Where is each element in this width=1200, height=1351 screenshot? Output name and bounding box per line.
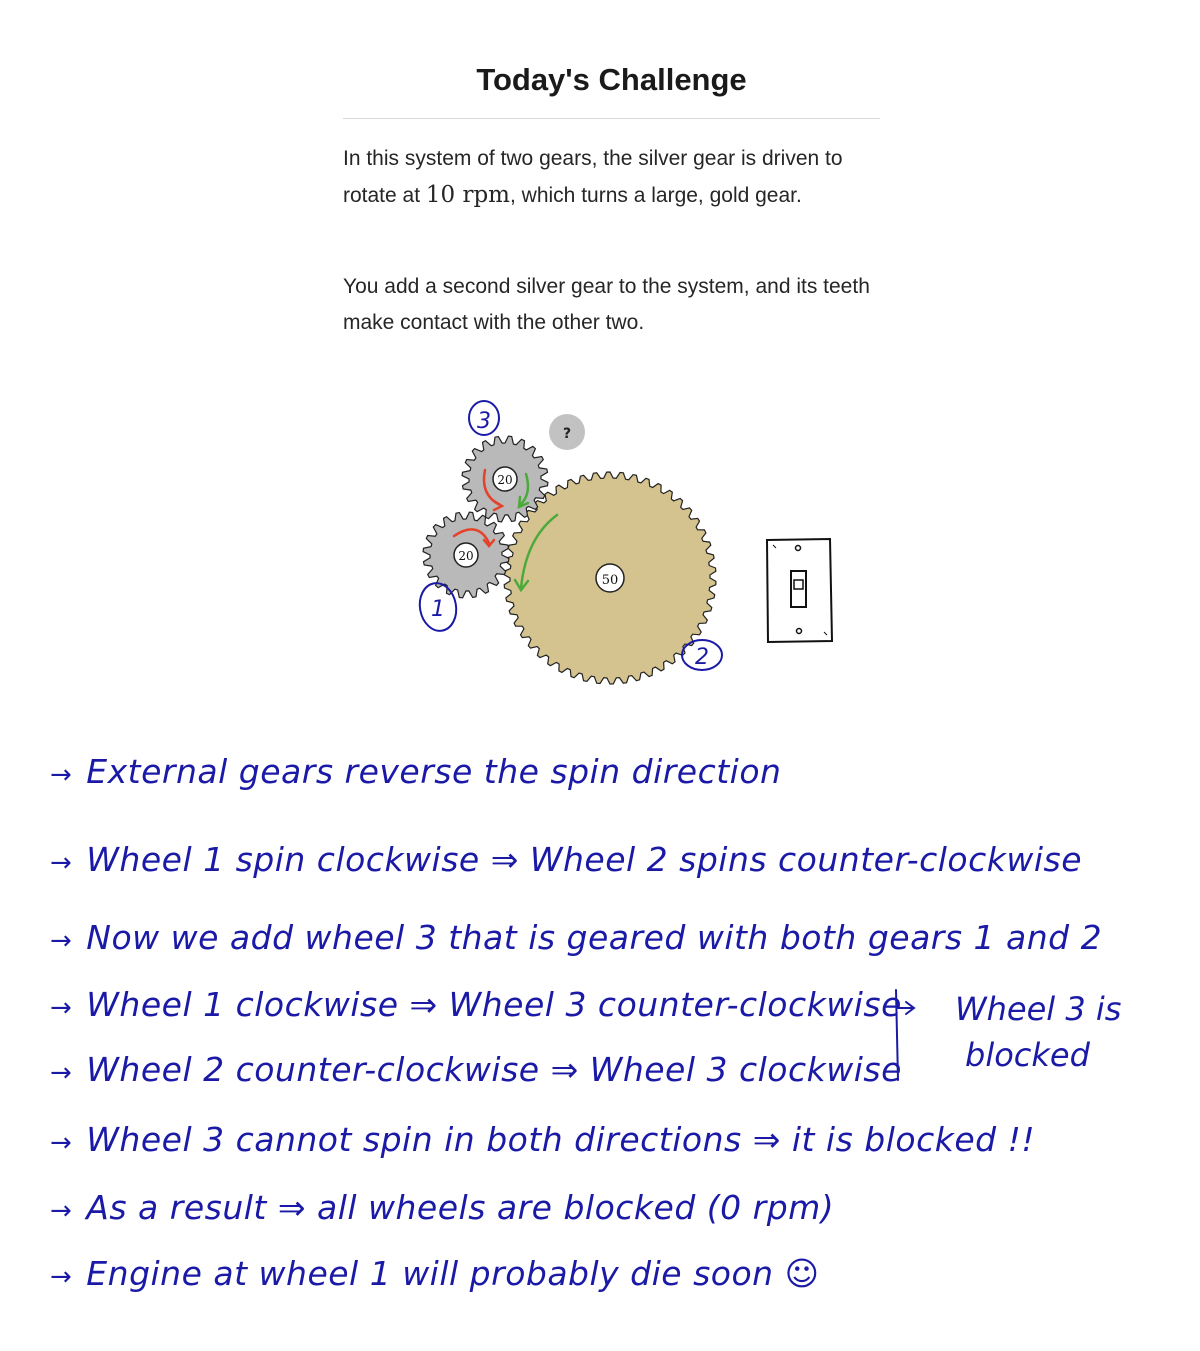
gear-1-red-arrow xyxy=(452,528,491,545)
gear-3-green-arrowhead xyxy=(517,495,530,510)
title-divider xyxy=(343,118,880,119)
circled-number-3: 3 xyxy=(477,409,491,434)
challenge-title: Today's Challenge xyxy=(476,62,747,97)
gear-2-green-arrowhead xyxy=(513,578,530,593)
green-rotation-arrows xyxy=(513,472,559,593)
circled-wheel-numbers xyxy=(418,400,723,671)
gear-3-red-arrowhead xyxy=(492,499,505,512)
red-rotation-arrows xyxy=(452,468,505,548)
challenge-paragraph-2: You add a second silver gear to the syst… xyxy=(343,275,870,334)
gear-2-green-arrow xyxy=(519,513,559,590)
unknown-speed-badge: ? xyxy=(549,414,585,450)
light-switch-icon[interactable] xyxy=(765,537,834,644)
gear-2-large-gold: 50 xyxy=(503,471,717,685)
side-note-bracket xyxy=(895,989,916,1081)
gear-1-red-arrowhead xyxy=(482,538,496,548)
paragraph-1-text-a: In this system of two gears, the silver … xyxy=(343,147,843,207)
rpm-value: 10 rpm xyxy=(425,182,510,208)
circled-number-2: 2 xyxy=(695,645,709,670)
paragraph-1-text-b: , which turns a large, gold gear. xyxy=(510,184,802,207)
gear-1-silver: 20 xyxy=(422,511,510,599)
unknown-speed-label: ? xyxy=(563,426,571,442)
gear-2-tooth-count: 50 xyxy=(602,573,619,588)
gear-3-tooth-count: 20 xyxy=(497,473,512,487)
challenge-paragraph-1: In this system of two gears, the silver … xyxy=(343,141,873,214)
circled-number-1: 1 xyxy=(431,597,445,622)
gear-3-green-arrow xyxy=(518,472,530,507)
gear-1-tooth-count: 20 xyxy=(458,549,473,563)
gear-3-silver: 20 xyxy=(461,435,549,523)
